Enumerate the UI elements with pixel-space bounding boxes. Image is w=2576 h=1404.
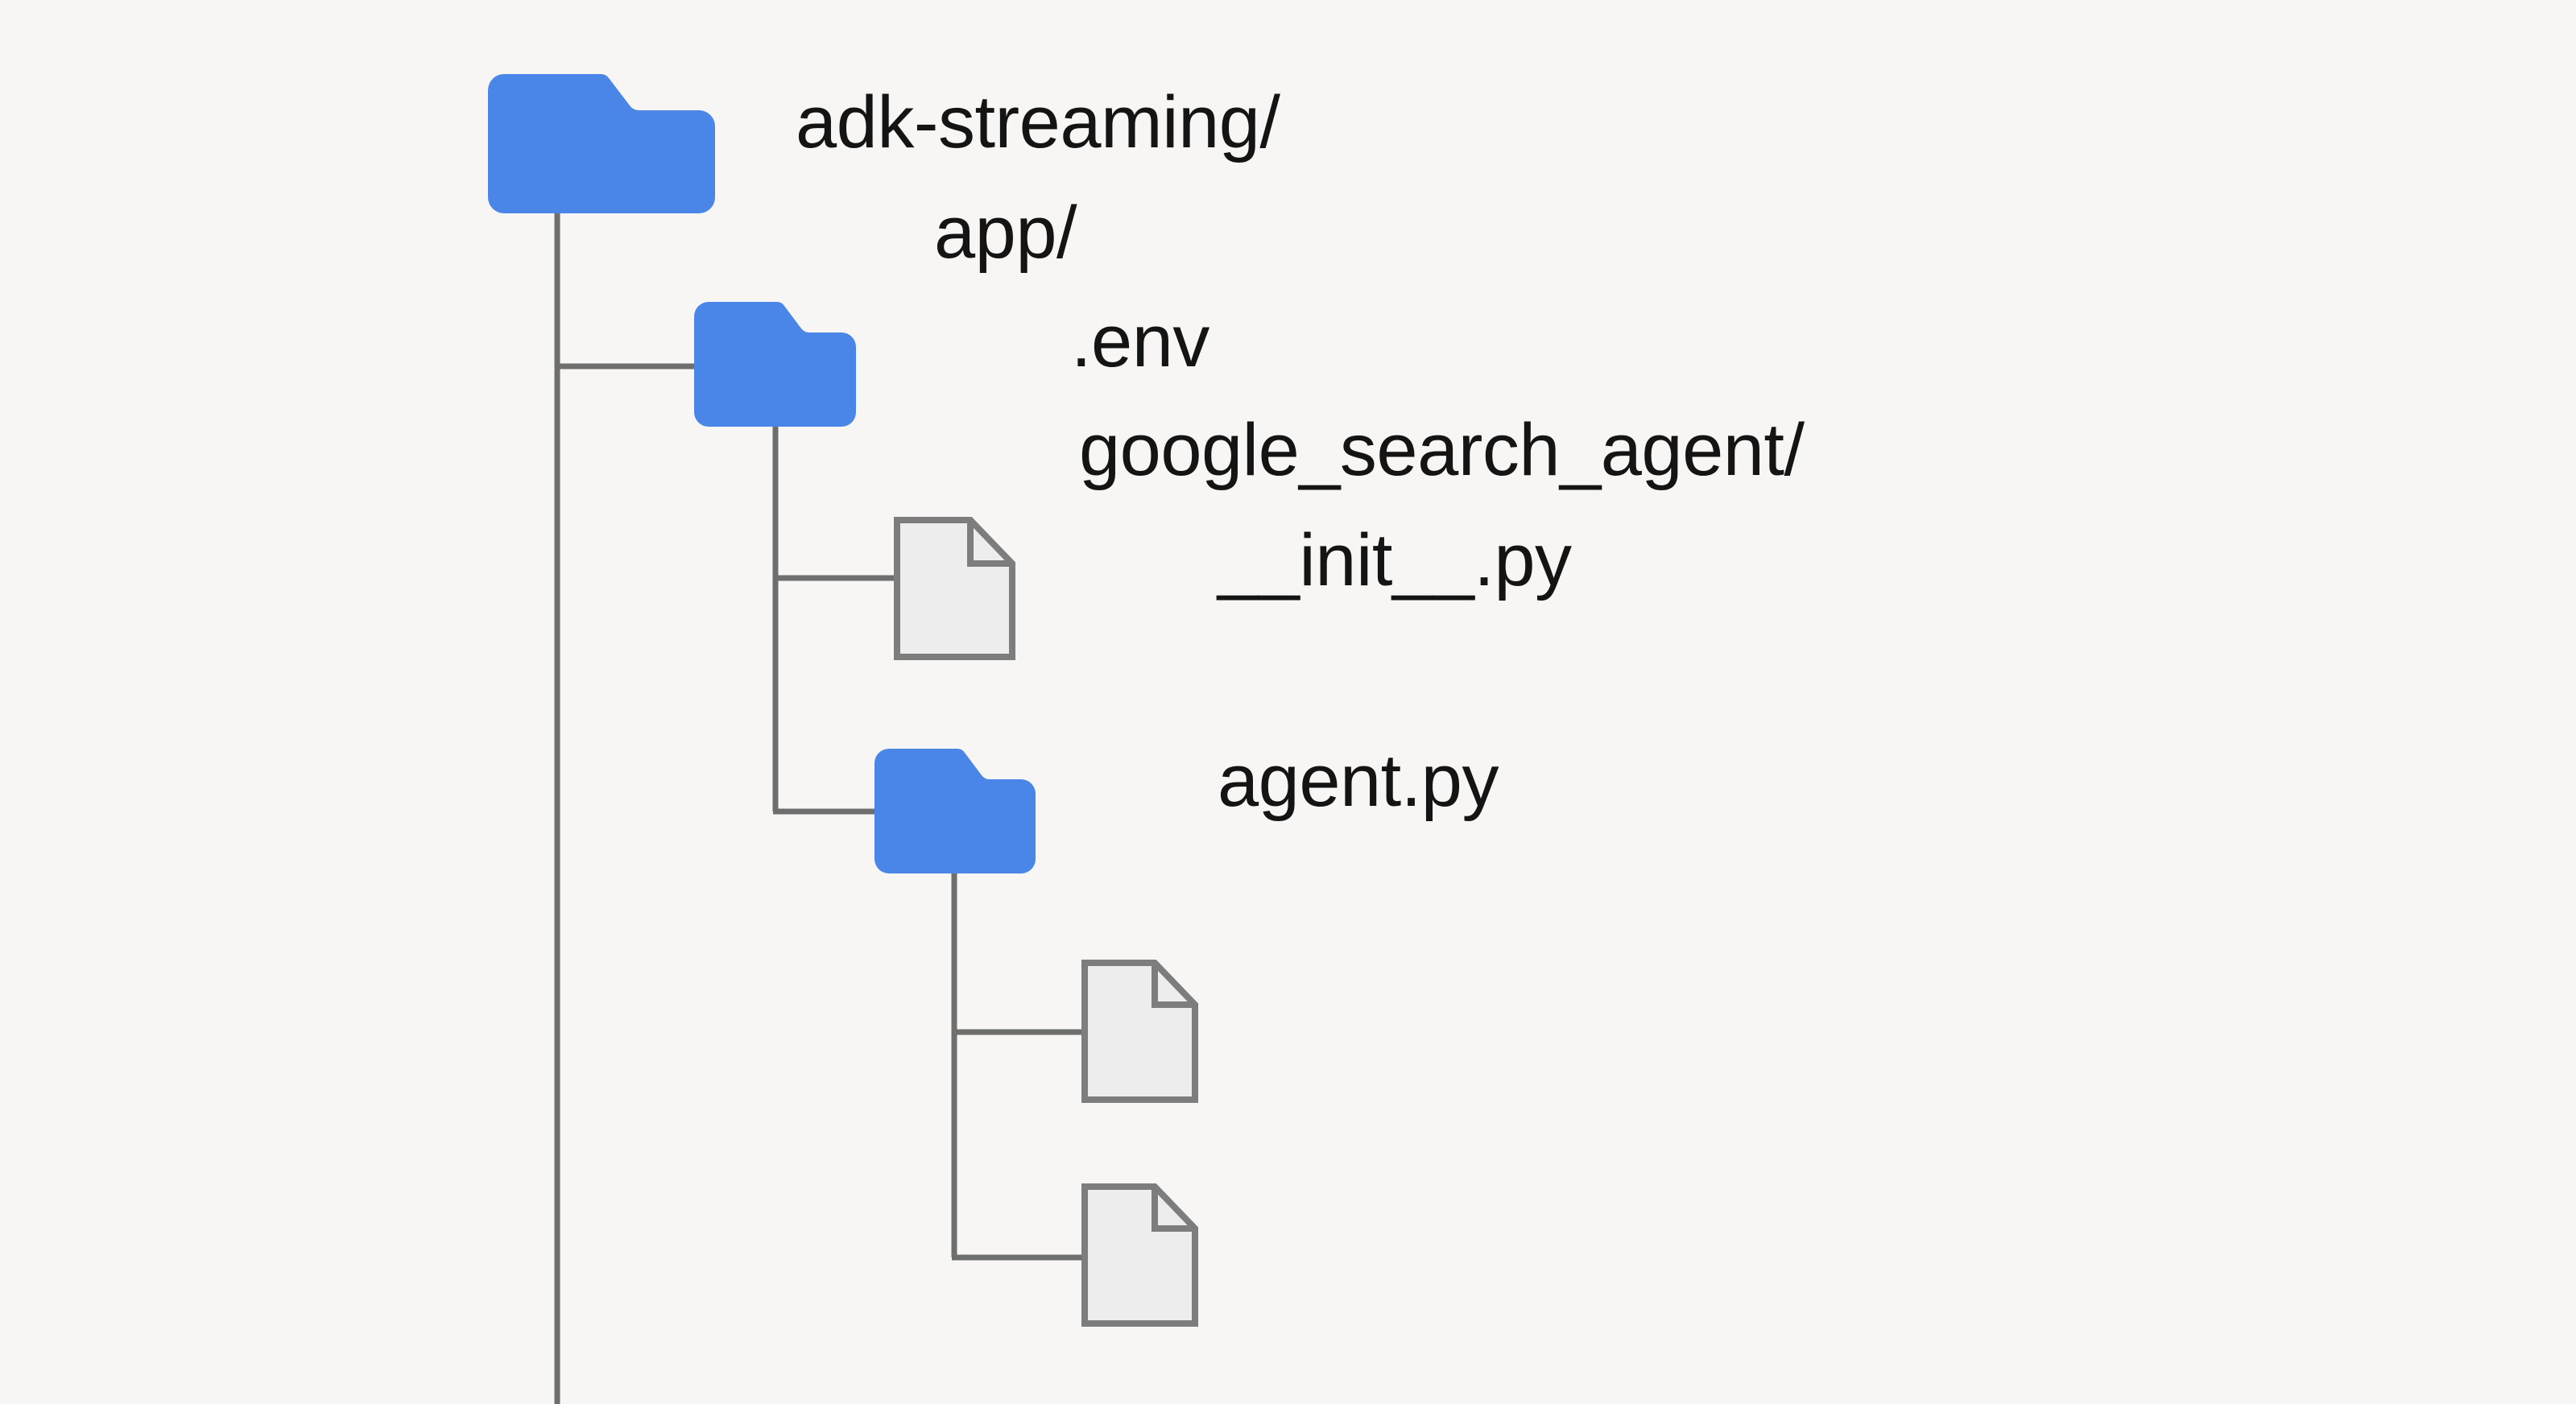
file-icon-init-py [1081, 960, 1198, 1103]
tree-node-label-agent-py[interactable]: agent.py [1218, 740, 1499, 822]
folder-icon-root [488, 73, 715, 213]
file-icon-env [894, 517, 1015, 660]
folder-icon-google-search-agent [875, 749, 1036, 873]
folder-icon-app [694, 302, 856, 427]
tree-node-label-app[interactable]: app/ [934, 192, 1077, 274]
tree-node-label-env[interactable]: .env [1071, 300, 1209, 382]
tree-node-label-google-search-agent[interactable]: google_search_agent/ [1079, 409, 1805, 491]
tree-node-label-init-py[interactable]: __init__.py [1218, 519, 1572, 601]
tree-node-label-root[interactable]: adk-streaming/ [796, 81, 1280, 163]
file-icon-agent-py [1081, 1183, 1198, 1327]
tree-connectors [554, 211, 1085, 1404]
